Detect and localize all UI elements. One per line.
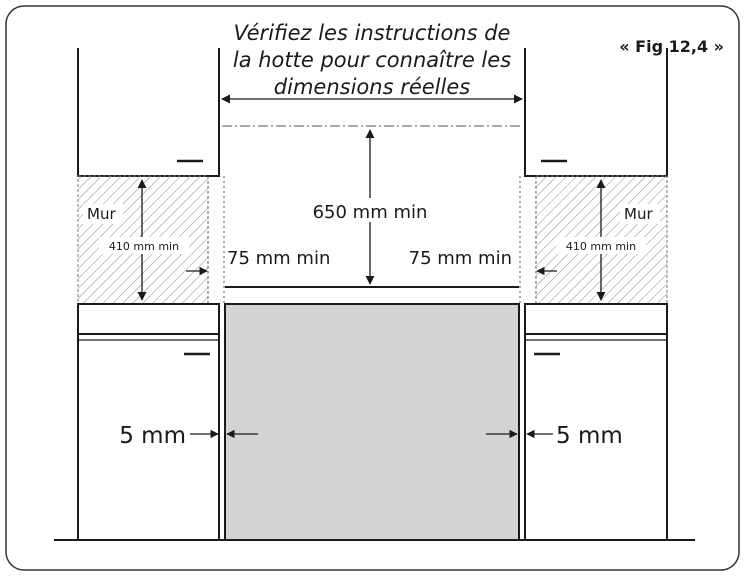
figure-label: « Fig 12,4 » — [619, 37, 724, 56]
wall-label-right: Mur — [624, 205, 653, 223]
side-clearance-label-left: 75 mm min — [227, 248, 330, 269]
upper-cabinet-left — [77, 48, 220, 177]
side-clearance-label-right: 75 mm min — [409, 248, 512, 269]
upper-cabinet-right — [524, 48, 668, 177]
title-line-3: dimensions réelles — [274, 75, 470, 99]
wall-height-label-left: 410 mm min — [109, 240, 179, 253]
outer-frame — [5, 5, 740, 571]
title-line-1: Vérifiez les instructions de — [234, 21, 511, 45]
wall-height-label-right: 410 mm min — [566, 240, 636, 253]
gap-label-left: 5 mm — [119, 423, 186, 449]
clearance-height-label: 650 mm min — [313, 202, 428, 223]
lower-cabinet-right — [524, 303, 668, 541]
title-line-2: la hotte pour connaître les — [233, 48, 511, 72]
gap-label-right: 5 mm — [556, 423, 623, 449]
cooking-appliance — [224, 303, 520, 541]
lower-cabinet-left — [77, 303, 220, 541]
wall-label-left: Mur — [87, 205, 116, 223]
